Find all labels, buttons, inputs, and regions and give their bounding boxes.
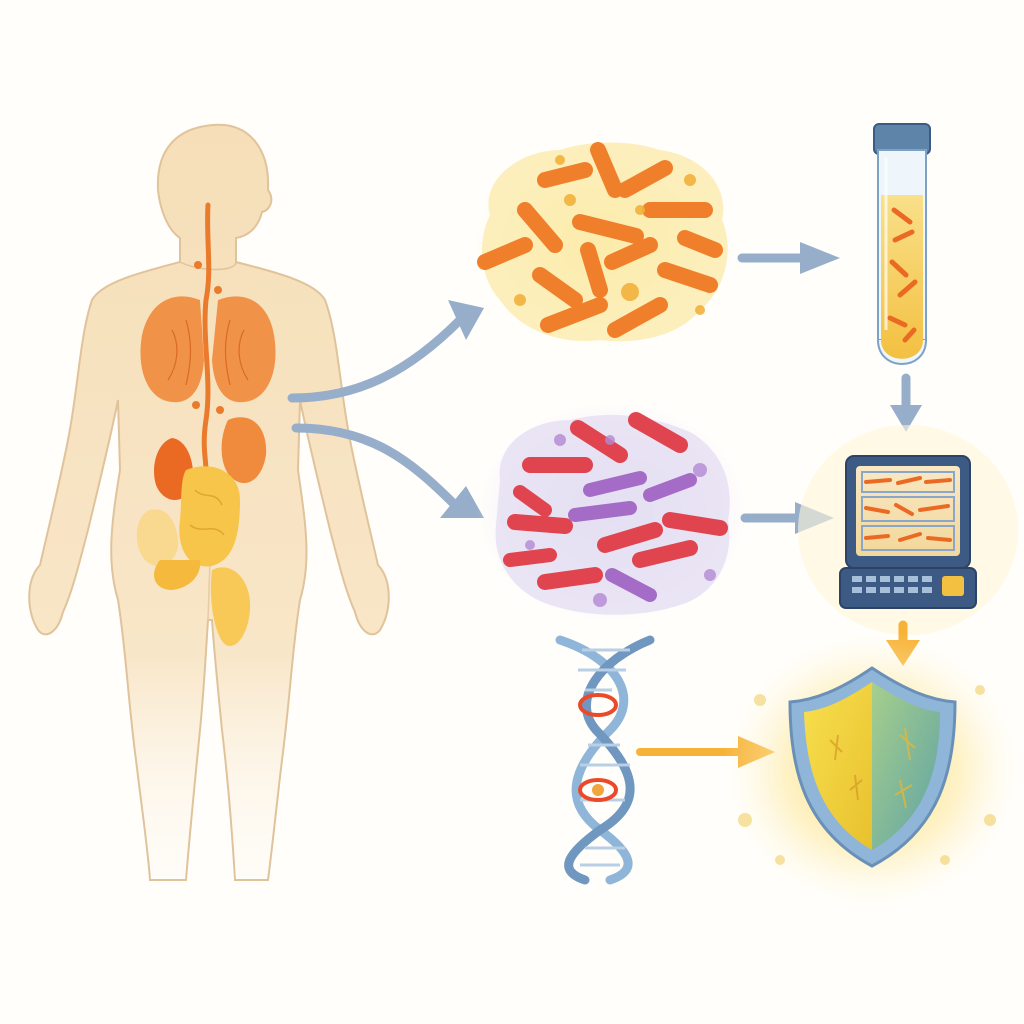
orange-bacteria-colony [470,140,730,350]
dna-icon [555,635,655,885]
lungs-icon [140,296,276,403]
arrow-body-to-orange-colony [287,300,484,403]
mixed-bacteria-colony [477,402,747,622]
arrow-test-tube-to-analyzer [890,373,922,432]
bacteria-cluster-icon [503,412,728,602]
arrow-colony-to-test-tube [737,242,840,274]
arrow-body-to-mixed-colony [291,423,484,518]
liver-icon [221,417,267,484]
intestines-icon [136,466,251,646]
shield-icon [788,666,957,868]
test-tube-icon [873,123,931,365]
spine-nerve-icon [192,202,224,473]
immune-shield [722,630,1022,910]
bacteria-cluster-icon [477,142,723,338]
analyzer-device [798,425,1018,635]
computer-icon [839,455,977,609]
